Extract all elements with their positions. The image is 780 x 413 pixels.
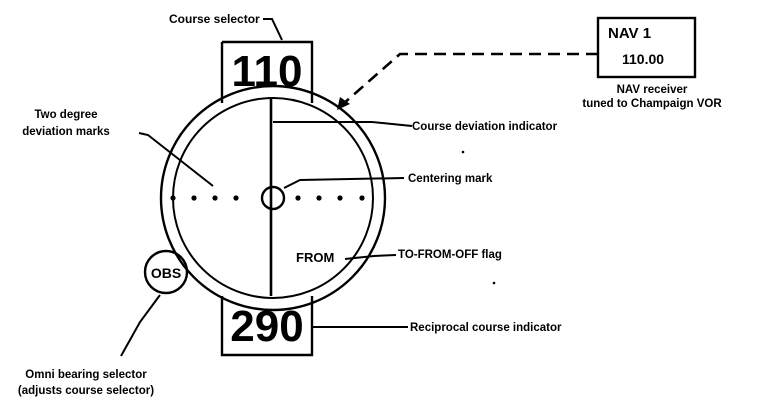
label-nav-receiver-1: NAV receiver — [617, 84, 688, 96]
leader-cdi — [273, 121, 413, 127]
label-reciprocal: Reciprocal course indicator — [410, 322, 562, 334]
label-course-selector: Course selector — [169, 12, 260, 26]
deviation-dots-left — [170, 195, 239, 201]
label-deviation-marks-1: Two degree — [34, 109, 97, 121]
leader-deviation-marks — [138, 132, 214, 187]
leader-centering-mark — [283, 177, 405, 189]
obs-knob[interactable]: OBS — [143, 249, 189, 295]
leader-course-selector — [263, 18, 283, 41]
nav-box-frequency: 110.00 — [622, 51, 664, 67]
label-to-from-flag: TO-FROM-OFF flag — [398, 249, 502, 261]
scan-speck — [461, 150, 465, 154]
leader-obs — [120, 294, 161, 357]
nav-box-title: NAV 1 — [608, 25, 651, 42]
label-deviation-marks-2: deviation marks — [22, 126, 110, 138]
label-cdi: Course deviation indicator — [412, 121, 558, 133]
outer-bezel — [159, 84, 387, 312]
nav-connector-arrowhead — [337, 97, 350, 110]
label-obs-2: (adjusts course selector) — [18, 385, 154, 397]
obs-knob-label: OBS — [151, 265, 181, 281]
label-obs-1: Omni bearing selector — [25, 369, 147, 381]
scan-speck — [492, 281, 496, 285]
reciprocal-value: 290 — [230, 302, 303, 351]
leader-flag — [344, 254, 397, 260]
course-window — [220, 40, 314, 103]
label-nav-receiver-2: tuned to Champaign VOR — [582, 98, 722, 110]
nav-dashed-connector — [342, 52, 598, 105]
inner-dial — [172, 97, 374, 299]
nav-receiver-box: NAV 1 110.00 — [596, 16, 697, 79]
reciprocal-window — [220, 296, 314, 357]
label-centering-mark: Centering mark — [408, 173, 493, 185]
deviation-dots-right — [295, 195, 365, 201]
to-from-flag: FROM — [296, 250, 334, 265]
course-value: 110 — [232, 47, 303, 96]
centering-mark — [260, 185, 286, 211]
